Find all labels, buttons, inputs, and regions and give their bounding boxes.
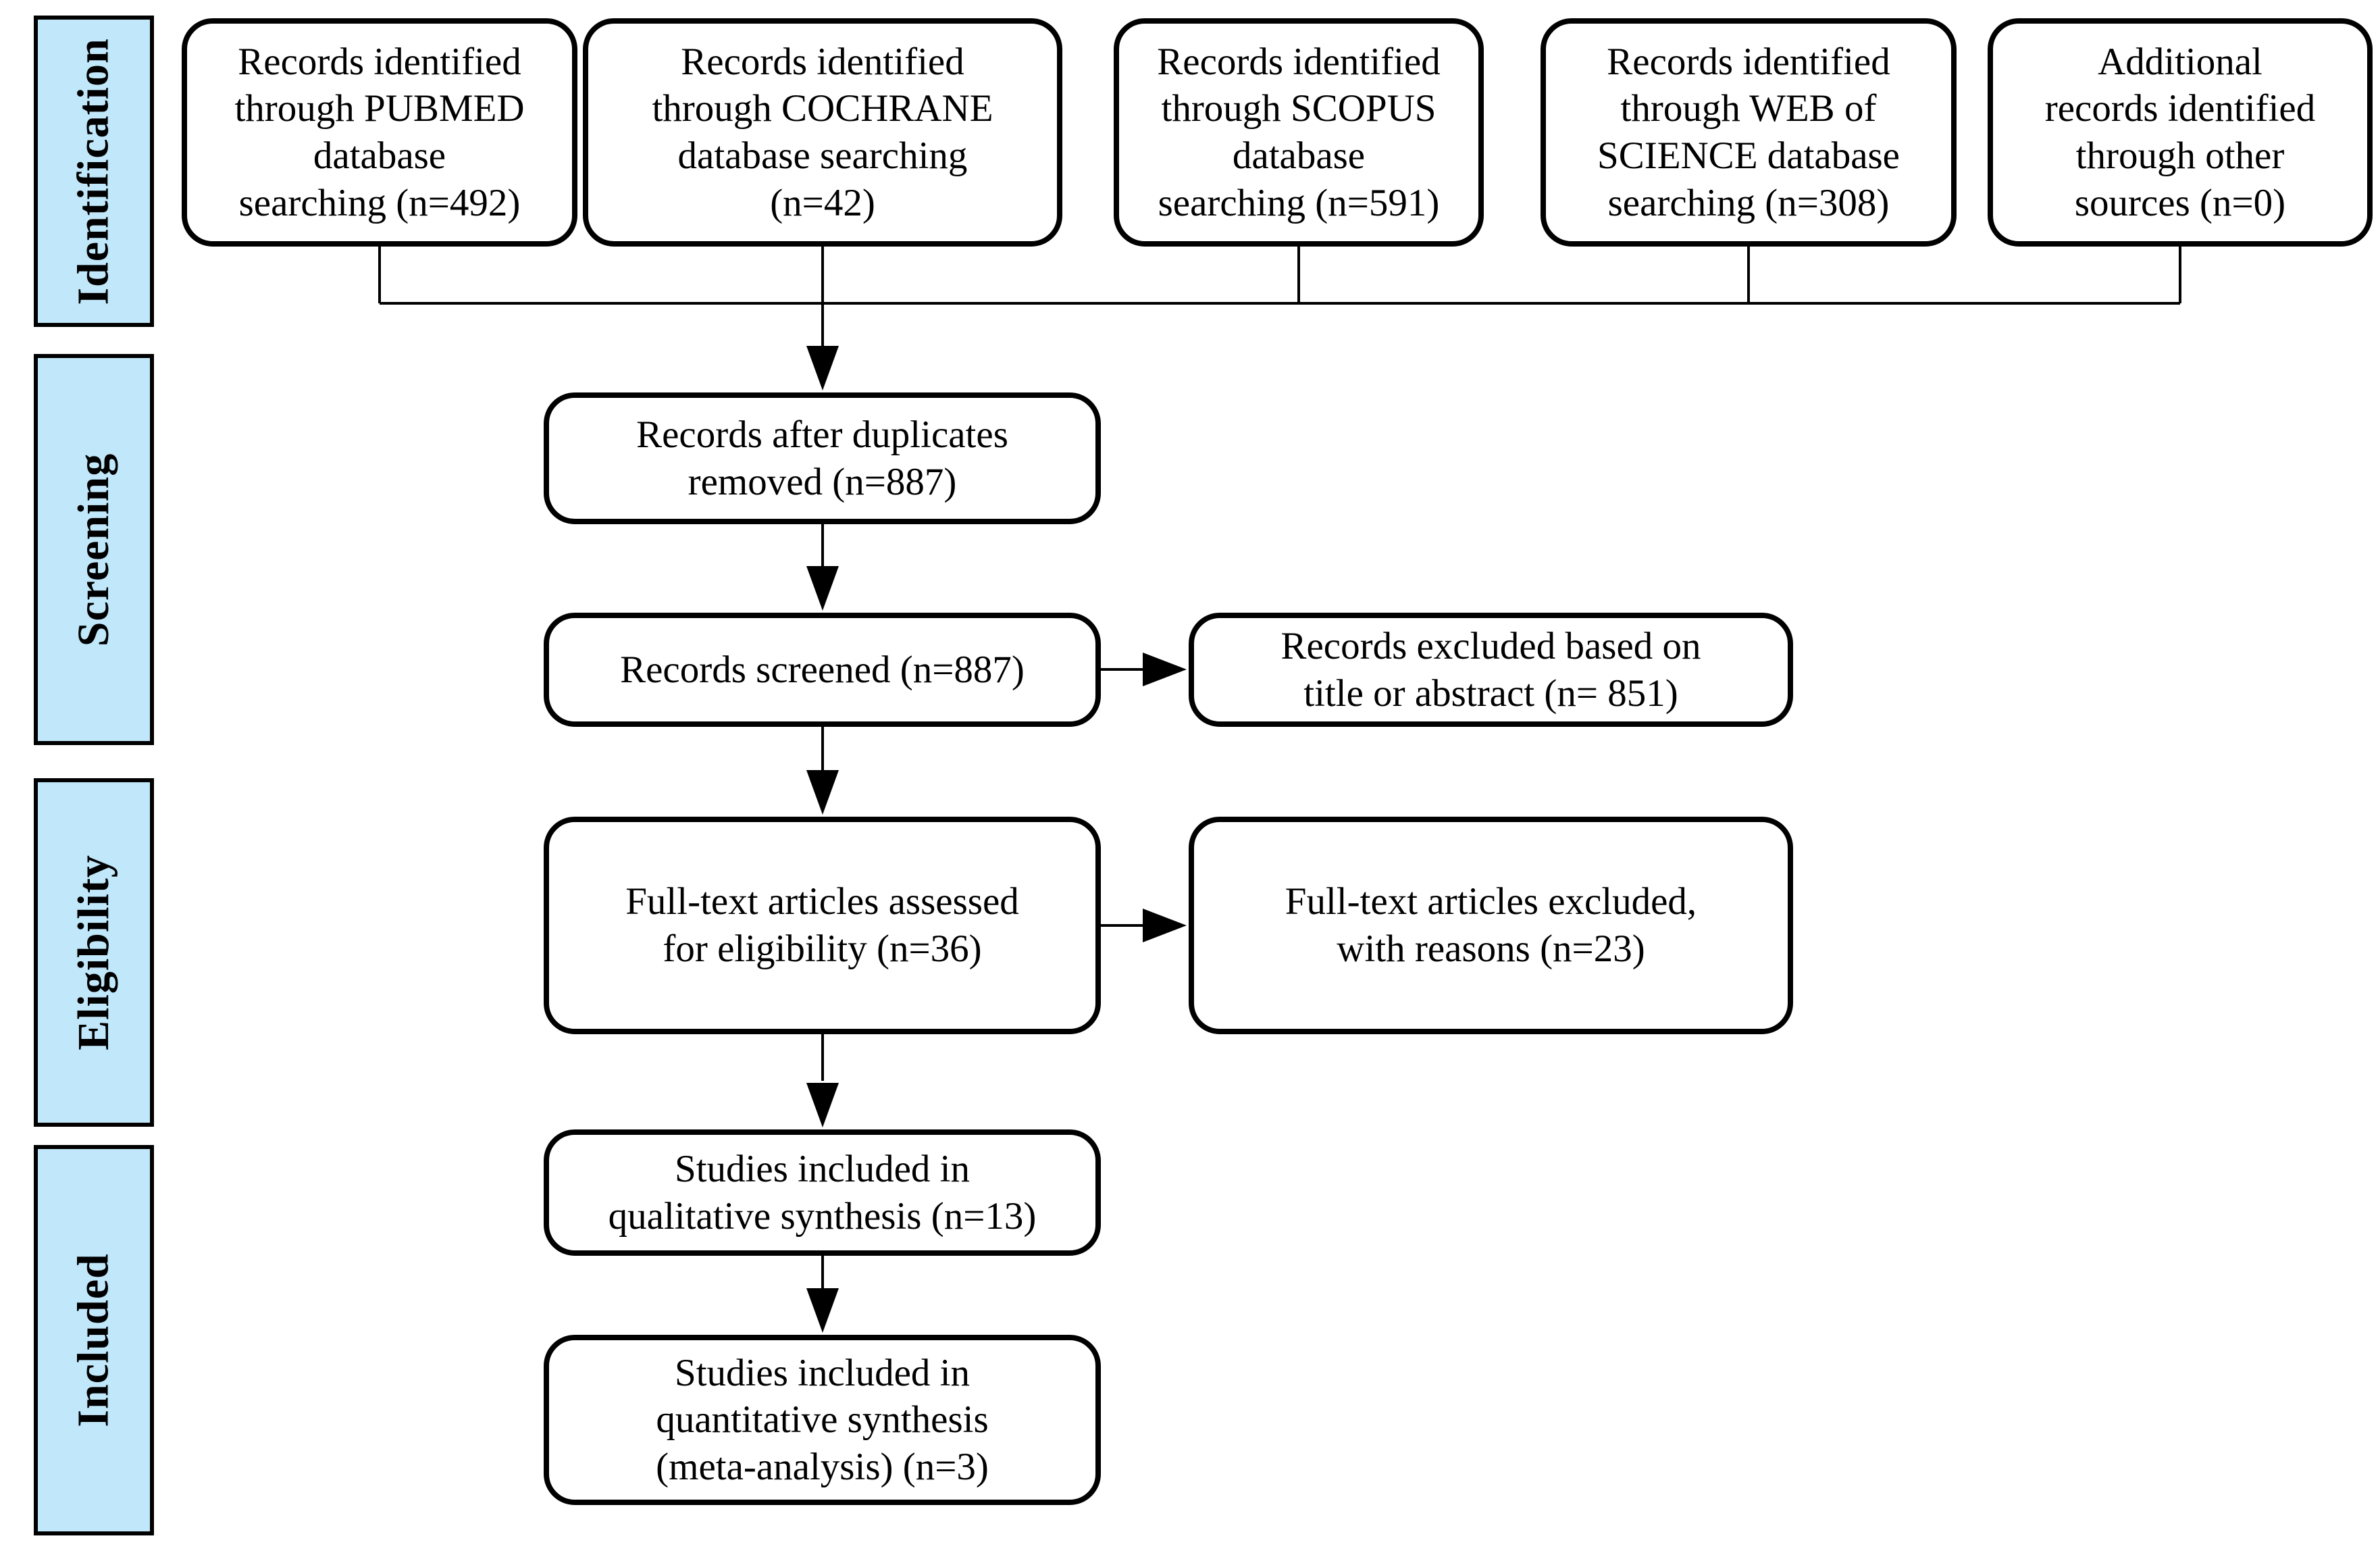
arrow-to-screened-head [806, 566, 839, 611]
source-box-web-of-science: Records identified through WEB of SCIENC… [1541, 18, 1957, 247]
quantitative-synthesis-box: Studies included in quantitative synthes… [544, 1335, 1101, 1505]
source-box-scopus: Records identified through SCOPUS databa… [1114, 18, 1484, 247]
arrow-to-duplicates-head [806, 346, 839, 390]
arrow-to-records-excluded-head [1143, 653, 1187, 686]
source-box-other-sources: Additional records identified through ot… [1988, 18, 2373, 247]
fulltext-excluded-box: Full-text articles excluded, with reason… [1189, 817, 1793, 1034]
qualitative-synthesis-box: Studies included in qualitative synthesi… [544, 1129, 1101, 1256]
source-box-other-sources-text: Additional records identified through ot… [2044, 40, 2316, 224]
qualitative-synthesis-text: Studies included in qualitative synthesi… [608, 1147, 1037, 1238]
stage-included: Included [34, 1145, 154, 1535]
stage-screening: Screening [34, 354, 154, 745]
stage-eligibility: Eligibility [34, 778, 154, 1127]
fulltext-excluded-text: Full-text articles excluded, with reason… [1285, 880, 1697, 970]
stage-identification-label: Identification [69, 37, 118, 305]
fulltext-assessed-box: Full-text articles assessed for eligibil… [544, 817, 1101, 1034]
source-box-cochrane-text: Records identified through COCHRANE data… [652, 40, 993, 224]
records-screened-box: Records screened (n=887) [544, 613, 1101, 727]
fulltext-assessed-text: Full-text articles assessed for eligibil… [625, 880, 1019, 970]
source-box-pubmed: Records identified through PUBMED databa… [182, 18, 577, 247]
quantitative-synthesis-text: Studies included in quantitative synthes… [656, 1351, 989, 1488]
records-excluded-box: Records excluded based on title or abstr… [1189, 613, 1793, 727]
duplicates-removed-text: Records after duplicates removed (n=887) [636, 413, 1008, 503]
records-excluded-text: Records excluded based on title or abstr… [1280, 624, 1701, 715]
stage-screening-label: Screening [69, 453, 119, 646]
stage-included-label: Included [69, 1253, 118, 1427]
source-box-scopus-text: Records identified through SCOPUS databa… [1157, 40, 1441, 224]
source-box-cochrane: Records identified through COCHRANE data… [583, 18, 1062, 247]
source-box-web-of-science-text: Records identified through WEB of SCIENC… [1597, 40, 1900, 224]
stage-identification: Identification [34, 16, 154, 327]
arrow-to-fulltext-excluded-head [1143, 909, 1187, 942]
arrow-to-fulltext-head [806, 770, 839, 815]
arrow-to-qualitative-head [806, 1083, 839, 1127]
stage-eligibility-label: Eligibility [69, 855, 119, 1050]
arrow-to-quantitative-head [806, 1288, 839, 1333]
source-box-pubmed-text: Records identified through PUBMED databa… [234, 40, 525, 224]
records-screened-text: Records screened (n=887) [620, 648, 1025, 691]
duplicates-removed-box: Records after duplicates removed (n=887) [544, 392, 1101, 524]
